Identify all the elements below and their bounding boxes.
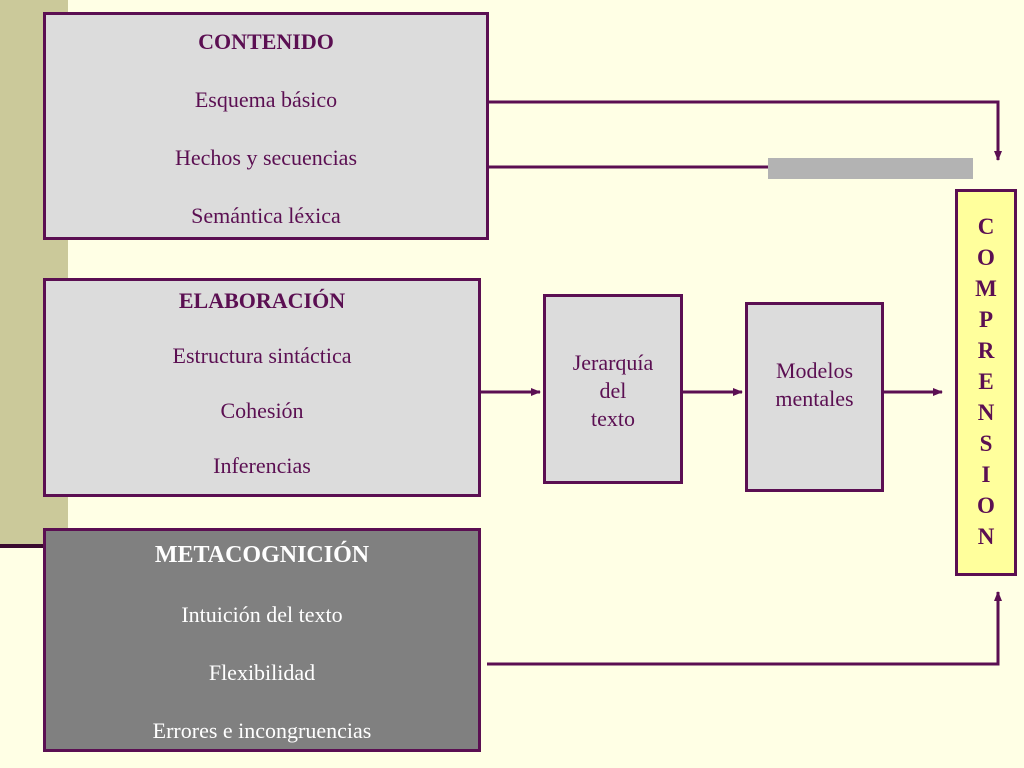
comprension-letter-8: S	[979, 431, 993, 456]
comprension-letter-9: I	[981, 462, 991, 487]
elaboracion-item-cohesion: Cohesión	[220, 398, 304, 423]
jerarquia-box: Jerarquía del texto	[543, 294, 683, 484]
contenido-item-esquema: Esquema básico	[194, 87, 338, 112]
contenido-item-semantica: Semántica léxica	[191, 203, 341, 228]
comprension-letter-3: M	[975, 276, 997, 301]
comprension-letter-6: E	[978, 369, 994, 394]
comprension-letter-4: P	[978, 307, 994, 332]
jerarquia-line-3: texto	[591, 406, 635, 431]
metacognicion-box: METACOGNICIÓN Intuición del texto Flexib…	[43, 528, 481, 752]
comprension-letter-5: R	[977, 338, 995, 363]
comprension-letter-2: O	[977, 245, 995, 270]
contenido-box: CONTENIDO Esquema básico Hechos y secuen…	[43, 12, 489, 240]
metacognicion-item-flexibilidad: Flexibilidad	[208, 660, 316, 685]
metacognicion-title: METACOGNICIÓN	[154, 542, 370, 568]
comprension-box: C O M P R E N S I O N	[955, 189, 1017, 576]
contenido-title: CONTENIDO	[198, 29, 334, 54]
left-decor-line	[0, 544, 46, 548]
comprension-letter-11: N	[977, 524, 995, 549]
grey-bar	[768, 158, 973, 179]
metacognicion-item-errores: Errores e incongruencias	[152, 718, 372, 743]
metacognicion-item-intuicion: Intuición del texto	[181, 602, 343, 627]
jerarquia-line-2: del	[599, 378, 627, 403]
modelos-line-1: Modelos	[776, 358, 853, 383]
arrow-contenido-to-comprension	[488, 100, 1002, 161]
arrow-metacognicion-to-comprension	[487, 591, 1002, 666]
modelos-box: Modelos mentales	[745, 302, 884, 492]
jerarquia-line-1: Jerarquía	[572, 350, 654, 375]
modelos-line-2: mentales	[775, 386, 854, 411]
contenido-item-hechos: Hechos y secuencias	[174, 145, 358, 170]
elaboracion-item-estructura: Estructura sintáctica	[172, 343, 352, 368]
elaboracion-box: ELABORACIÓN Estructura sintáctica Cohesi…	[43, 278, 481, 497]
comprension-letter-1: C	[977, 214, 995, 239]
comprension-letter-7: N	[977, 400, 995, 425]
comprension-letter-10: O	[977, 493, 995, 518]
elaboracion-item-inferencias: Inferencias	[213, 453, 311, 478]
elaboracion-title: ELABORACIÓN	[178, 288, 346, 313]
